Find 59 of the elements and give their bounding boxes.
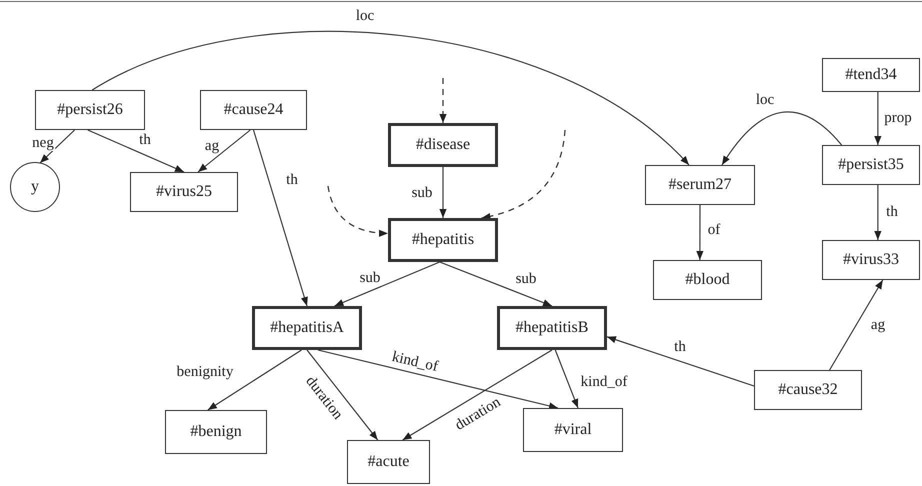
arrow <box>696 205 704 260</box>
arrow <box>402 350 552 440</box>
node-label: #hepatitisA <box>270 319 344 337</box>
edge-label: benignity <box>176 364 234 380</box>
node-label: y <box>31 178 39 196</box>
node-box <box>754 370 862 410</box>
arrow <box>327 186 388 237</box>
arrow <box>40 130 75 164</box>
arrow <box>874 185 882 240</box>
arrow <box>874 92 882 145</box>
node-label: #acute <box>368 453 410 471</box>
node-box <box>822 58 920 92</box>
node-label: #benign <box>190 423 242 441</box>
node-label: #cause24 <box>224 101 284 119</box>
node-label: #tend34 <box>845 66 897 84</box>
arrow <box>440 261 552 307</box>
arrow <box>554 350 579 408</box>
node-box <box>200 90 307 130</box>
arrow <box>92 31 690 166</box>
arrow <box>439 78 447 123</box>
node-box <box>35 90 145 130</box>
node-label: #serum27 <box>668 176 732 194</box>
arrow <box>334 262 440 306</box>
arrow <box>208 350 302 410</box>
arrow <box>306 350 378 440</box>
arrow <box>722 112 842 166</box>
node-box <box>165 410 267 454</box>
node-box <box>130 172 238 212</box>
node-box <box>653 260 762 300</box>
node-label: #hepatitis <box>412 231 474 249</box>
arrow <box>198 130 251 172</box>
arrow <box>439 167 447 218</box>
arrow <box>88 130 184 172</box>
concept-box <box>497 306 607 350</box>
node-label: #hepatitisB <box>516 319 588 337</box>
edge-label: sub <box>358 270 382 286</box>
node-box <box>645 165 755 205</box>
node-box <box>523 408 623 452</box>
node-label: #virus25 <box>156 183 212 201</box>
node-label: #cause32 <box>778 381 838 399</box>
arrow <box>606 336 754 387</box>
node-label: #blood <box>685 271 730 289</box>
node-label: #persist35 <box>838 156 904 174</box>
node-label: #viral <box>554 421 592 439</box>
node-box <box>822 240 920 280</box>
arrow <box>481 130 566 220</box>
arrow <box>318 349 558 410</box>
arrow <box>829 280 884 370</box>
concept-box <box>252 306 362 350</box>
concept-box <box>388 218 498 262</box>
edge-label: kind_of <box>580 374 628 390</box>
node-box <box>822 145 920 185</box>
node-label: #virus33 <box>843 251 899 269</box>
concept-box <box>388 123 498 167</box>
node-label: #persist26 <box>57 101 123 119</box>
variable-circle <box>10 162 60 212</box>
node-box <box>347 440 430 484</box>
arrow <box>252 130 308 306</box>
node-label: #disease <box>416 136 470 154</box>
